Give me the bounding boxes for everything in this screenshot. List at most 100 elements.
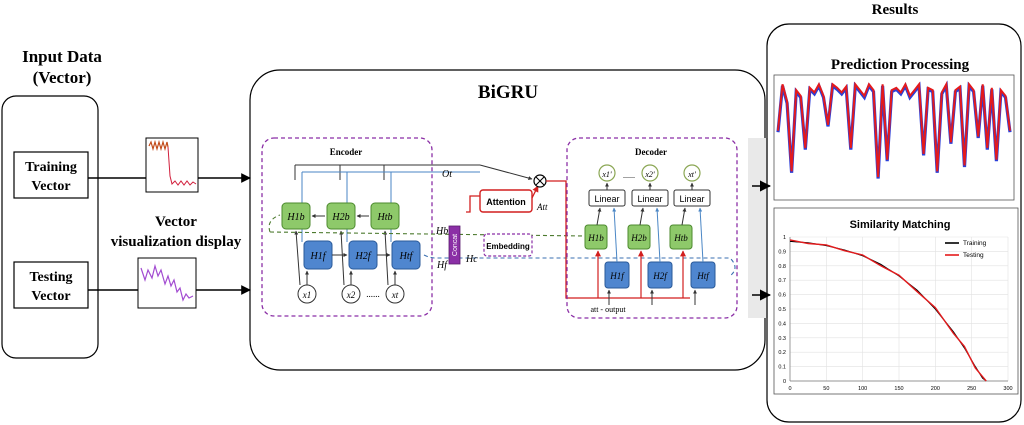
encoder-x1: x1 [302, 290, 312, 300]
decoder-linear-2: Linear [637, 194, 662, 204]
testing-vector-thumbnail [137, 257, 197, 309]
encoder-htf: Htf [399, 251, 414, 262]
similarity-plot: 0 0.1 0.2 0.3 0.4 0.5 0.6 0.7 0.8 0.9 1 0 50 100 150 20… [778, 235, 1012, 392]
encoder-h2f: H2f [355, 251, 372, 262]
similarity-x-tick: 200 [931, 386, 940, 392]
attention-inputs [466, 195, 480, 213]
training-vector-thumbnail [145, 137, 199, 193]
hb-dashed-flow [268, 214, 586, 237]
decoder-box [566, 137, 738, 319]
concat-label: Concat [452, 234, 459, 256]
similarity-y-tick: 0.3 [778, 336, 786, 342]
training-vector-box [13, 151, 89, 199]
similarity-x-tick: 50 [823, 386, 829, 392]
attention-to-multiply [531, 185, 539, 199]
vector-viz-label-2: visualization display [111, 234, 242, 250]
vector-viz-label-1: Vector [155, 214, 197, 230]
multiply-node [533, 174, 547, 188]
att-output-label: att - output [590, 305, 626, 314]
encoder-xt: xt [391, 290, 399, 300]
encoder-hf-row [303, 240, 421, 270]
concat-box [448, 225, 461, 265]
similarity-x-tick: 250 [967, 386, 976, 392]
decoder-htb: Htb [673, 233, 688, 243]
decoder-outputs [598, 164, 701, 182]
decoder-hf-row [604, 207, 716, 289]
decoder-linear-3: Linear [679, 194, 704, 204]
label-hb: Hb [435, 226, 448, 237]
encoder-htb: Htb [377, 212, 393, 223]
decoder-h2f: H2f [652, 271, 668, 281]
encoder-h1f: H1f [310, 251, 327, 262]
results-title: Results [872, 2, 919, 18]
similarity-y-tick: 0.8 [778, 264, 786, 270]
input-title-line2: (Vector) [33, 68, 92, 87]
label-hf: Hf [436, 260, 448, 271]
training-vector-label-1: Training [25, 160, 77, 175]
testing-vector-label-2: Vector [31, 289, 70, 304]
prediction-series-red [777, 80, 1011, 178]
similarity-y-tick: 0.6 [778, 293, 786, 299]
prediction-plot [776, 80, 1012, 179]
similarity-x-tick: 0 [788, 386, 791, 392]
similarity-series-testing [789, 239, 987, 382]
att-output-lines [580, 250, 690, 299]
decoder-h2b: H2b [630, 233, 647, 243]
ot-to-multiply [479, 164, 533, 180]
training-vector-label-2: Vector [31, 179, 70, 194]
embedding-label: Embedding [486, 242, 530, 251]
similarity-legend-label: Training [963, 240, 987, 247]
similarity-y-tick: 0.5 [778, 307, 786, 313]
encoder-h2b: H2b [331, 212, 349, 223]
similarity-legend-label: Testing [963, 252, 984, 259]
decoder-linear-1: Linear [594, 194, 619, 204]
encoder-title: Encoder [330, 147, 363, 157]
decoder-h1b: H1b [587, 233, 604, 243]
similarity-chart-frame [773, 207, 1019, 395]
label-hc: Hc [465, 254, 478, 265]
encoder-x2: x2 [346, 290, 356, 300]
similarity-x-tick: 300 [1003, 386, 1012, 392]
decoder-x1-out: x1' [601, 170, 612, 179]
label-att: Att [536, 202, 548, 212]
results-panel [766, 23, 1022, 423]
multiply-to-decoder [546, 180, 580, 299]
bigru-results-connector [748, 138, 768, 318]
similarity-y-tick: 0 [783, 379, 786, 385]
input-panel [1, 95, 99, 359]
decoder-linear-row [588, 182, 711, 207]
decoder-htf: Htf [696, 271, 710, 281]
encoder-hb-row [281, 202, 400, 230]
decoder-feedback-lines [607, 289, 697, 305]
testing-vector-label-1: Testing [29, 270, 72, 285]
similarity-y-tick: 0.4 [778, 321, 786, 327]
encoder-dots: ...... [366, 289, 380, 299]
hf-dashed-flow [423, 254, 736, 277]
similarity-title: Similarity Matching [850, 219, 951, 231]
encoder-h1b: H1b [286, 212, 304, 223]
encoder-inputs [294, 230, 405, 304]
similarity-y-tick: 0.9 [778, 249, 786, 255]
decoder-hb-row [584, 207, 693, 250]
embedding-box [483, 233, 533, 257]
similarity-x-tick: 150 [894, 386, 903, 392]
similarity-x-tick: 100 [858, 386, 867, 392]
similarity-y-tick: 0.2 [778, 350, 786, 356]
decoder-xt-out: xt' [687, 170, 696, 179]
similarity-y-tick: 0.7 [778, 278, 786, 284]
attention-box [479, 189, 533, 213]
decoder-dots: ...... [623, 171, 635, 180]
similarity-y-tick: 1 [783, 235, 786, 241]
encoder-box [261, 137, 433, 317]
attention-label: Attention [486, 197, 526, 207]
label-ot: Ot [442, 169, 452, 180]
input-title-line1: Input Data [22, 47, 102, 66]
testing-vector-box [13, 261, 89, 309]
bigru-title: BiGRU [478, 82, 538, 103]
prediction-title: Prediction Processing [831, 57, 970, 73]
decoder-title: Decoder [635, 147, 667, 157]
similarity-y-tick: 0.1 [778, 365, 786, 371]
decoder-x2-out: x2' [644, 170, 655, 179]
decoder-h1f: H1f [609, 271, 625, 281]
